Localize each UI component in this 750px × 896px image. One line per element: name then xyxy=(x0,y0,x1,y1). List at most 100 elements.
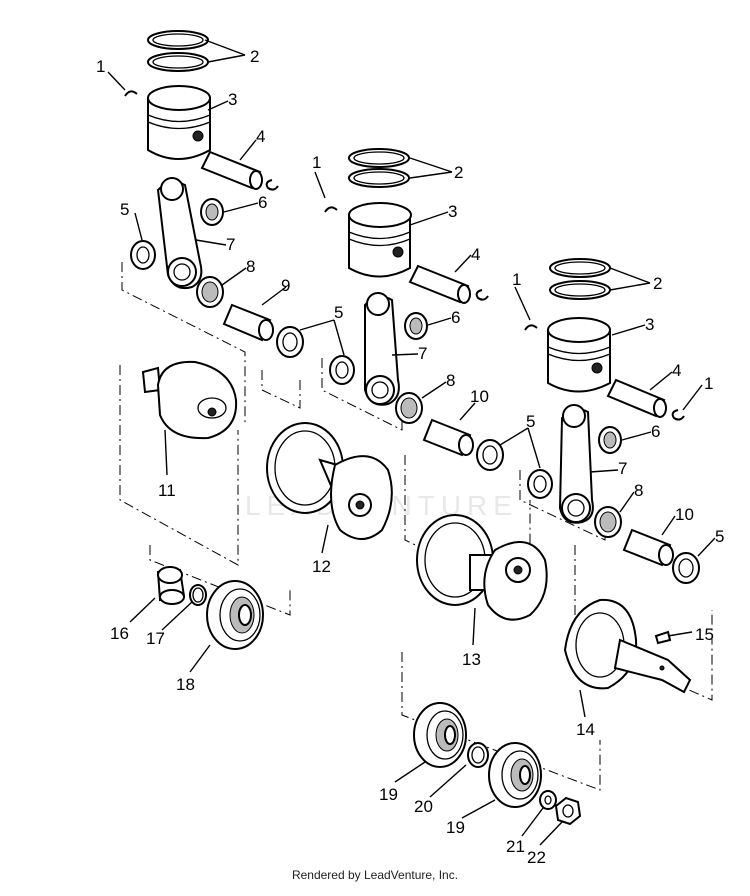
callout-1: 1 xyxy=(512,270,521,289)
callout-5: 5 xyxy=(526,412,535,431)
needle-bearing-small-left xyxy=(200,198,224,226)
ball-bearing-19-lower xyxy=(488,742,542,808)
crankpin-10-right xyxy=(622,528,674,567)
callout-14: 14 xyxy=(576,720,595,739)
thrust-washer-right xyxy=(527,469,553,499)
ball-bearing-19-upper xyxy=(413,702,467,768)
callout-4: 4 xyxy=(471,245,480,264)
callout-11: 11 xyxy=(158,481,176,500)
piston-pin-right xyxy=(606,378,667,418)
callout-7: 7 xyxy=(226,235,235,254)
callout-6: 6 xyxy=(451,308,460,327)
callout-1: 1 xyxy=(312,153,321,172)
outline-bearing-18 xyxy=(149,545,291,616)
callout-4: 4 xyxy=(256,127,265,146)
circlip-right-2 xyxy=(671,409,685,421)
crank-center-13 xyxy=(416,514,548,621)
nut-22 xyxy=(554,796,582,826)
piston-pin-left xyxy=(200,150,263,190)
connecting-rod-right xyxy=(558,404,594,524)
piston-rings-left xyxy=(147,30,209,72)
snap-ring-20 xyxy=(467,742,489,768)
piston-middle xyxy=(348,202,412,278)
outline-rod-right xyxy=(519,470,606,541)
callout-22: 22 xyxy=(527,848,546,867)
outline-crank-11 xyxy=(119,365,239,566)
crankpin-10-middle xyxy=(422,418,474,457)
callout-2: 2 xyxy=(454,163,463,182)
callout-20: 20 xyxy=(414,797,433,816)
outline-rod-middle xyxy=(321,358,403,431)
callout-7: 7 xyxy=(618,459,627,478)
washer-21 xyxy=(539,790,557,810)
callout-21: 21 xyxy=(506,837,525,856)
callout-8: 8 xyxy=(634,481,643,500)
callout-19: 19 xyxy=(379,785,398,804)
ball-bearing-18 xyxy=(206,580,264,650)
callout-12: 12 xyxy=(312,557,331,576)
callout-16: 16 xyxy=(110,624,129,643)
callout-4: 4 xyxy=(672,361,681,380)
outline-bearing-5a xyxy=(261,370,301,409)
woodruff-key-15 xyxy=(654,630,672,645)
circlip-right xyxy=(524,324,538,331)
callout-1: 1 xyxy=(96,57,105,76)
callout-8: 8 xyxy=(446,371,455,390)
callout-19: 19 xyxy=(446,818,465,837)
needle-bearing-large-middle xyxy=(395,392,423,424)
crankpin-9 xyxy=(222,303,274,342)
callout-9: 9 xyxy=(281,276,290,295)
snap-ring-17 xyxy=(189,584,207,606)
circlip-middle-2 xyxy=(475,289,489,301)
callout-3: 3 xyxy=(448,202,457,221)
callout-labels: 1 2 3 4 5 6 7 8 9 1 2 3 4 5 6 7 8 10 1 2… xyxy=(96,47,724,867)
piston-left xyxy=(147,85,211,160)
callout-18: 18 xyxy=(176,675,195,694)
callout-2: 2 xyxy=(653,274,662,293)
connecting-rod-middle xyxy=(364,292,400,406)
callout-10: 10 xyxy=(470,387,489,406)
circlip-left-2 xyxy=(265,179,279,191)
circlip-middle xyxy=(324,206,338,213)
crankshaft-end-14 xyxy=(563,598,692,694)
callout-2: 2 xyxy=(250,47,259,66)
callout-5: 5 xyxy=(334,303,343,322)
callout-6: 6 xyxy=(651,422,660,441)
callout-13: 13 xyxy=(462,650,481,669)
connecting-rod-left xyxy=(156,177,203,290)
needle-bearing-small-right xyxy=(598,426,622,454)
callout-7: 7 xyxy=(418,344,427,363)
callout-17: 17 xyxy=(146,629,165,648)
circlip-left xyxy=(124,90,138,97)
outline-left-rod xyxy=(121,262,246,425)
footer-credit: Rendered by LeadVenture, Inc. xyxy=(291,868,459,882)
callout-1: 1 xyxy=(704,374,713,393)
callout-6: 6 xyxy=(258,193,267,212)
thrust-washer-9 xyxy=(276,326,304,358)
assembly-outlines xyxy=(119,262,713,791)
thrust-washer-middle xyxy=(329,355,355,385)
piston-pin-middle xyxy=(408,264,471,304)
bushing-16 xyxy=(156,566,186,605)
piston-rings-right xyxy=(549,258,611,300)
crankshaft-end-11 xyxy=(141,360,238,440)
callout-5: 5 xyxy=(715,527,724,546)
leader-lines xyxy=(107,39,716,846)
crank-web-12 xyxy=(266,422,393,540)
callout-5: 5 xyxy=(120,200,129,219)
callout-15: 15 xyxy=(695,625,714,644)
thrust-washer-10 xyxy=(476,439,504,471)
callout-8: 8 xyxy=(246,257,255,276)
callout-3: 3 xyxy=(228,90,237,109)
callout-3: 3 xyxy=(645,315,654,334)
needle-bearing-small-middle xyxy=(404,312,428,340)
thrust-washer-left xyxy=(130,240,156,270)
piston-right xyxy=(547,317,611,393)
piston-rings-middle xyxy=(348,148,410,188)
needle-bearing-large-right xyxy=(594,506,622,538)
thrust-washer-5-right xyxy=(672,552,700,584)
callout-10: 10 xyxy=(675,505,694,524)
needle-bearing-large-left xyxy=(196,276,224,308)
